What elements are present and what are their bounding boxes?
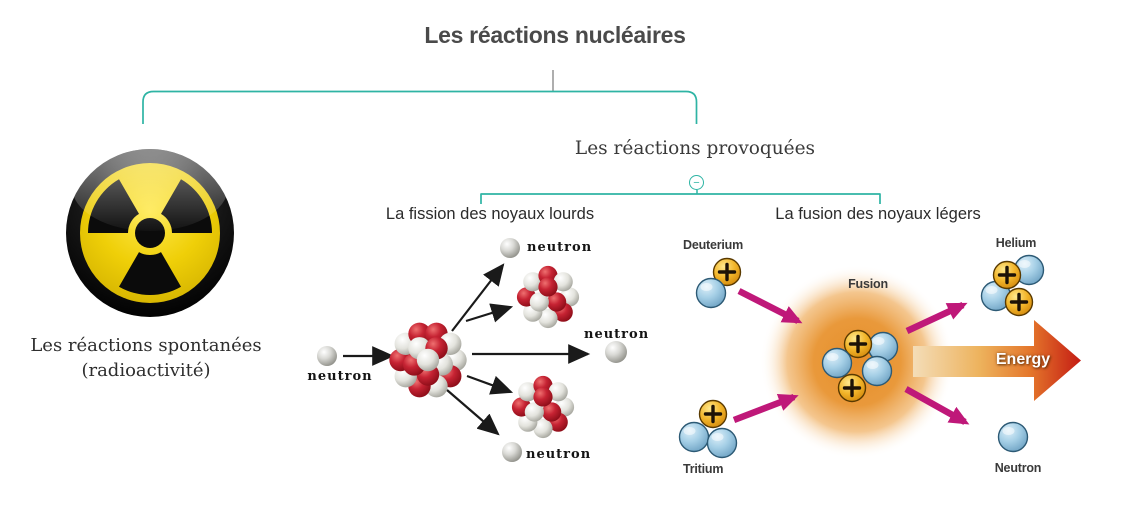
free-neutron-label: Neutron bbox=[994, 461, 1042, 475]
deuterium-label: Deuterium bbox=[683, 238, 744, 252]
ejected-neutron-bottom-sphere bbox=[502, 442, 522, 462]
tritium-particle bbox=[678, 398, 738, 459]
spontaneous-reactions-label: Les réactions spontanées (radioactivité) bbox=[8, 333, 284, 383]
collapse-toggle-button[interactable]: − bbox=[689, 175, 704, 190]
ejected-neutron-top-sphere bbox=[500, 238, 520, 258]
neutron-top-label: neutron bbox=[527, 240, 593, 255]
icon-gloss-highlight bbox=[72, 149, 228, 231]
fusion-glow bbox=[760, 265, 954, 459]
neutron-in-label: neutron bbox=[307, 369, 373, 384]
fission-diagram bbox=[317, 238, 627, 462]
fusion-arrows bbox=[732, 288, 970, 425]
neutron-bottom-label: neutron bbox=[526, 447, 592, 462]
free-neutron-particle bbox=[997, 421, 1029, 453]
fission-fragment-bottom bbox=[511, 375, 575, 439]
provoked-reactions-label: Les réactions provoquées bbox=[574, 138, 816, 159]
spontaneous-label-line2: (radioactivité) bbox=[81, 360, 211, 381]
fission-arrows bbox=[343, 263, 591, 436]
tritium-label: Tritium bbox=[683, 462, 724, 476]
bracket-level-1 bbox=[142, 90, 698, 124]
fusion-branch-title: La fusion des noyaux légers bbox=[775, 205, 981, 223]
page-title: Les réactions nucléaires bbox=[424, 22, 686, 48]
spontaneous-label-line1: Les réactions spontanées bbox=[30, 335, 262, 356]
energy-label: Energy bbox=[995, 351, 1051, 368]
neutron-right-label: neutron bbox=[584, 327, 650, 342]
ejected-neutron-right-sphere bbox=[605, 341, 627, 363]
fission-fragment-top bbox=[516, 265, 580, 329]
helium-label: Helium bbox=[995, 236, 1037, 250]
energy-arrow bbox=[913, 320, 1081, 401]
helium-particle bbox=[980, 254, 1045, 318]
heavy-nucleus bbox=[389, 322, 467, 398]
bracket-level-2 bbox=[480, 193, 881, 204]
fusion-diagram bbox=[678, 254, 1081, 459]
deuterium-particle bbox=[695, 256, 743, 309]
fusion-core-label: Fusion bbox=[848, 277, 888, 291]
fission-branch-title: La fission des noyaux lourds bbox=[385, 205, 595, 223]
incoming-neutron-sphere bbox=[317, 346, 337, 366]
tree-connectors bbox=[142, 70, 881, 204]
radioactive-icon bbox=[66, 149, 234, 317]
